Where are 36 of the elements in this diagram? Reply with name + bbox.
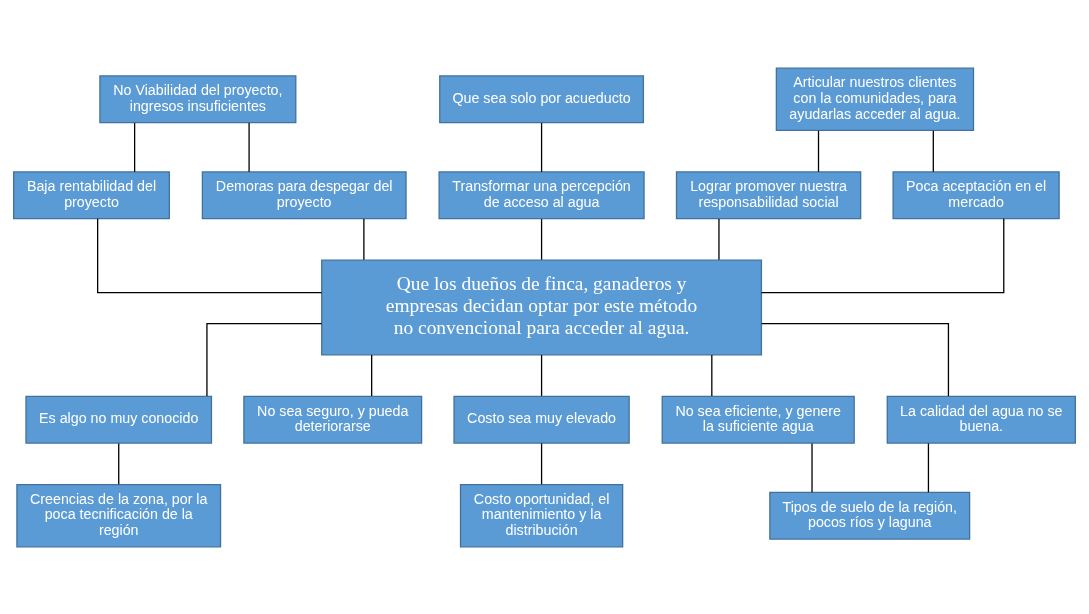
- node-box: No sea eficiente, y genere la suficiente agua: [661, 395, 855, 444]
- connector: [540, 353, 543, 397]
- node-box: La calidad del agua no se buena.: [886, 395, 1076, 444]
- node-box: No sea seguro, y pueda deteriorarse: [243, 395, 423, 444]
- connector: [540, 442, 543, 485]
- node-box: Que sea solo por acueducto: [439, 74, 645, 123]
- node-box: Baja rentabilidad del proyecto: [13, 170, 170, 219]
- connector: [133, 121, 136, 172]
- connector: [718, 217, 720, 260]
- connector: [540, 217, 543, 260]
- connector: [760, 217, 1005, 293]
- node-box: Creencias de la zona, por la poca tecnificación de la región: [16, 483, 222, 547]
- node-box: Que los dueños de finca, ganaderos y empresas decidan optar por este método no convencional para acceder al agua.: [321, 259, 763, 355]
- node-box: Costo oportunidad, el mantenimiento y la distribución: [459, 483, 624, 547]
- connector: [248, 121, 250, 172]
- connector: [206, 322, 323, 397]
- connector: [118, 442, 120, 485]
- connector: [711, 353, 713, 397]
- connector: [761, 322, 950, 397]
- node-box: Poca aceptación en el mercado: [892, 170, 1060, 219]
- connector: [540, 121, 543, 172]
- node-box: Articular nuestros clientes con la comunidades, para ayudarlas acceder al agua.: [775, 67, 975, 131]
- connector: [932, 129, 934, 172]
- connector: [817, 129, 820, 172]
- connector: [363, 217, 365, 260]
- node-box: Tipos de suelo de la región, pocos ríos y laguna: [769, 491, 971, 540]
- node-box: Demoras para despegar del proyecto: [201, 170, 407, 219]
- node-box: Es algo no muy conocido: [25, 395, 213, 444]
- connector: [97, 217, 323, 293]
- connector: [927, 442, 930, 493]
- node-box: Costo sea muy elevado: [453, 395, 630, 444]
- node-box: No Viabilidad del proyecto, ingresos insuficientes: [99, 74, 297, 123]
- connector: [811, 442, 813, 493]
- node-box: Transformar una percepción de acceso al agua: [438, 170, 645, 219]
- node-box: Lograr promover nuestra responsabilidad social: [675, 170, 862, 219]
- connector: [371, 353, 373, 397]
